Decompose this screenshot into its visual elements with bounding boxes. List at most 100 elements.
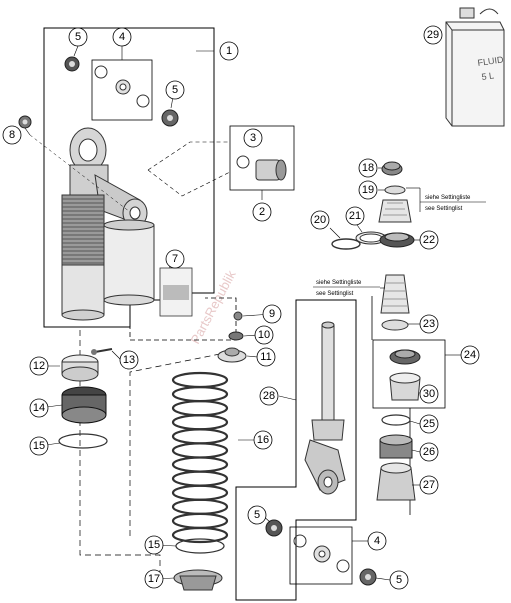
callout-30[interactable]: 30 — [419, 384, 439, 404]
spring-coil — [171, 456, 229, 473]
callout-25[interactable]: 25 — [419, 414, 439, 434]
spring-dashed-outline-right — [129, 351, 231, 540]
callout-20[interactable]: 20 — [310, 210, 330, 230]
spring-coil — [171, 400, 229, 417]
washer-stack-19 — [378, 185, 412, 223]
spring-coil — [171, 512, 229, 530]
callout-3[interactable]: 3 — [243, 128, 263, 148]
callout-10-label: 10 — [258, 329, 270, 341]
valve-box-dashed-link — [147, 141, 230, 171]
spring-coil — [171, 371, 229, 389]
callout-4-bottom[interactable]: 4 — [367, 531, 387, 551]
piston-rod-frame — [235, 299, 357, 601]
callout-30-label: 30 — [423, 388, 435, 400]
bushing-top-left — [64, 56, 80, 72]
callout-2[interactable]: 2 — [252, 202, 272, 222]
callout-11[interactable]: 11 — [256, 347, 276, 367]
callout-23-label: 23 — [423, 318, 435, 330]
callout-5-bottom-right[interactable]: 5 — [389, 570, 409, 590]
callout-23[interactable]: 23 — [419, 314, 439, 334]
callout-14-label: 14 — [33, 402, 45, 414]
callout-3-label: 3 — [250, 132, 256, 144]
callout-5-top-left[interactable]: 5 — [68, 27, 88, 47]
callout-26-label: 26 — [423, 446, 435, 458]
spring-coil — [171, 526, 229, 544]
spring-retainer-14 — [61, 386, 107, 424]
bump-stop-box — [372, 339, 446, 409]
callout-28[interactable]: 28 — [259, 386, 279, 406]
callout-22[interactable]: 22 — [419, 230, 439, 250]
callout-21[interactable]: 21 — [345, 206, 365, 226]
spring-coil — [171, 428, 229, 445]
callout-5-top-right[interactable]: 5 — [165, 80, 185, 100]
bump-rubber-27 — [376, 462, 416, 501]
callout-15-bottom[interactable]: 15 — [144, 535, 164, 555]
spring — [171, 371, 229, 544]
callout-11-label: 11 — [260, 351, 271, 363]
screw-13 — [91, 348, 113, 355]
shock-body — [61, 127, 155, 321]
callout-20-label: 20 — [314, 214, 326, 226]
nut-10 — [228, 331, 244, 341]
callout-4-top[interactable]: 4 — [112, 27, 132, 47]
bush-sleeve-top — [115, 79, 131, 95]
callout-13-label: 13 — [123, 354, 135, 366]
callout-15-top-label: 15 — [33, 440, 45, 452]
callout-8-label: 8 — [9, 129, 15, 141]
callout-10[interactable]: 10 — [254, 325, 274, 345]
shim-stack-23 — [380, 274, 410, 331]
spring-seat-17 — [173, 569, 223, 591]
callout-16-label: 16 — [257, 434, 269, 446]
callout-16[interactable]: 16 — [253, 430, 273, 450]
callout-12[interactable]: 12 — [29, 356, 49, 376]
callout-5-bottom-right-label: 5 — [396, 574, 402, 586]
o-ring-bottom-2 — [336, 559, 350, 573]
callout-27-label: 27 — [423, 479, 435, 491]
callout-26[interactable]: 26 — [419, 442, 439, 462]
callout-5-top-left-label: 5 — [75, 31, 81, 43]
fluid-can-label-1: FLUID — [477, 54, 505, 68]
spring-coil — [171, 385, 229, 403]
callout-1[interactable]: 1 — [219, 41, 239, 61]
callout-24-label: 24 — [464, 349, 476, 361]
callout-5-top-right-label: 5 — [172, 84, 178, 96]
callout-28-label: 28 — [263, 390, 275, 402]
callout-12-label: 12 — [33, 360, 45, 372]
callout-18[interactable]: 18 — [358, 158, 378, 178]
settings-note-upper-en: see Settinglist — [425, 206, 463, 212]
callout-8[interactable]: 8 — [2, 125, 22, 145]
o-ring-top-2 — [136, 94, 150, 108]
bolt-9 — [233, 311, 243, 321]
o-ring-3 — [236, 155, 250, 169]
callout-7[interactable]: 7 — [165, 249, 185, 269]
callout-5-bottom-left[interactable]: 5 — [247, 505, 267, 525]
callout-27[interactable]: 27 — [419, 475, 439, 495]
fluid-can: FLUID 5 L — [445, 7, 505, 127]
callout-29-label: 29 — [427, 29, 439, 41]
callout-2-label: 2 — [259, 206, 265, 218]
callout-4-top-label: 4 — [119, 31, 125, 43]
callout-29[interactable]: 29 — [423, 25, 443, 45]
circlip-25 — [381, 414, 411, 426]
piston-rod — [304, 321, 346, 495]
bushing-bottom-left — [265, 519, 283, 537]
spring-coil — [171, 498, 229, 515]
spring-dashed-outline — [79, 330, 161, 585]
callout-19[interactable]: 19 — [358, 180, 378, 200]
spring-coil — [171, 442, 229, 459]
callout-24[interactable]: 24 — [460, 345, 480, 365]
callout-14[interactable]: 14 — [29, 398, 49, 418]
callout-22-label: 22 — [423, 234, 435, 246]
decal-sticker — [159, 267, 193, 317]
callout-15-top[interactable]: 15 — [29, 436, 49, 456]
bushing-top-right — [161, 109, 179, 127]
callout-9-label: 9 — [269, 308, 275, 320]
callout-9[interactable]: 9 — [262, 304, 282, 324]
adjuster-valve — [255, 159, 287, 181]
settings-note-lower-en: see Settinglist — [316, 291, 354, 297]
callout-13[interactable]: 13 — [119, 350, 139, 370]
callout-15-bottom-label: 15 — [148, 539, 160, 551]
bush-sleeve-bottom — [313, 545, 331, 563]
callout-17[interactable]: 17 — [144, 569, 164, 589]
callout-4-bottom-label: 4 — [374, 535, 380, 547]
